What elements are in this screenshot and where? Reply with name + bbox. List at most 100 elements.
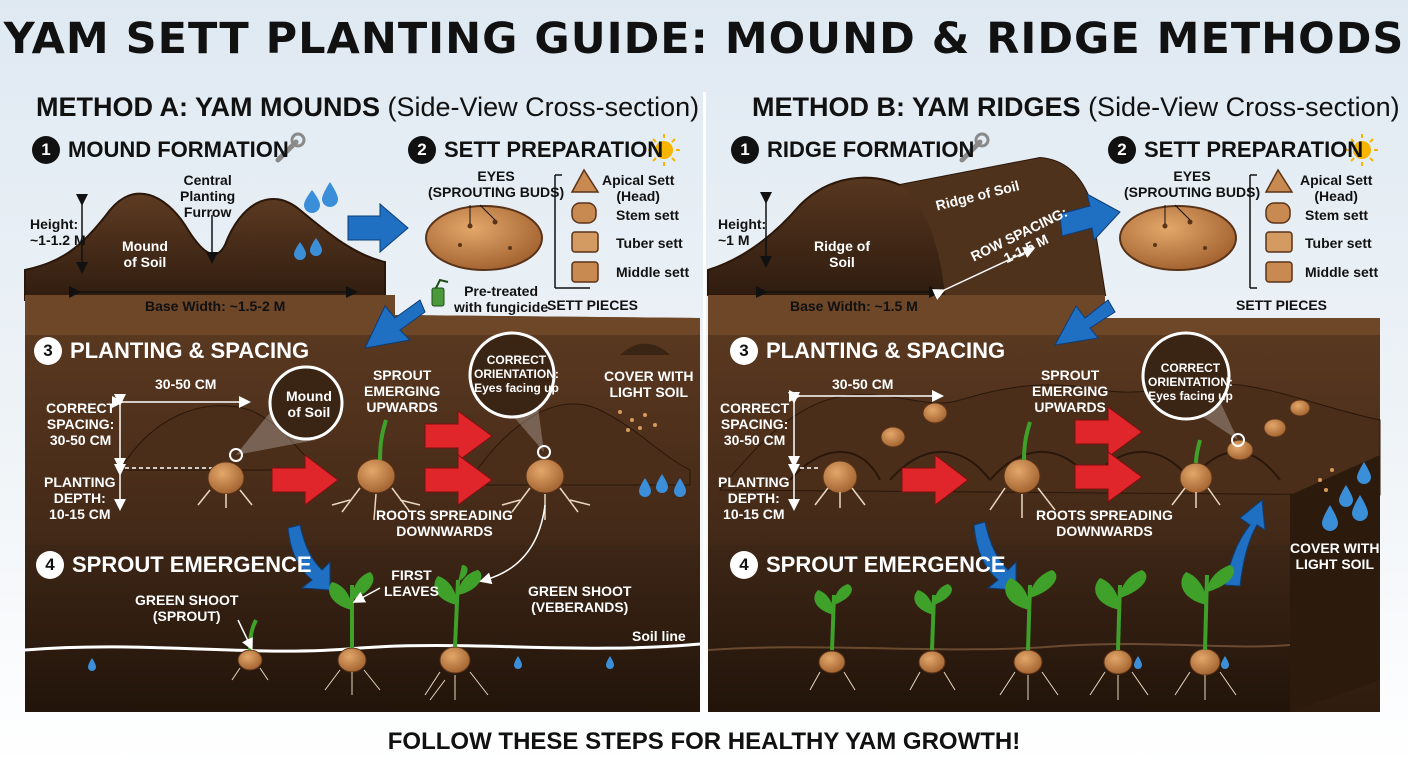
box-side [1290,455,1380,712]
callouts [236,331,1238,455]
sett-pieces-b [1249,168,1294,289]
planting-depth-label: PLANTING DEPTH: 10-15 CM [44,474,116,523]
planted-setts-a [197,419,591,521]
sett-apical: Apical Sett (Head) [602,172,675,205]
step-1-b: 1 RIDGE FORMATION [731,136,974,164]
step-label: SPROUT EMERGENCE [72,552,312,577]
deep-soil [25,545,700,712]
correct-spacing-label: CORRECT SPACING: 30-50 CM [46,400,116,449]
step-number: 4 [36,551,64,579]
step-number: 1 [731,136,759,164]
sett-pieces-b-label: SETT PIECES [1236,297,1328,313]
step-number: 3 [730,337,758,365]
water-drop-icons [88,182,1371,671]
step-label: SETT PREPARATION [444,137,664,162]
step-2-a: 2 SETT PREPARATION [408,136,663,164]
red-arrow-b1 [901,453,969,507]
step-3-a: 3 PLANTING & SPACING [34,337,309,365]
step-label: PLANTING & SPACING [766,338,1006,363]
step-4-a: 4 SPROUT EMERGENCE [36,551,312,579]
mound-height-label: Height: ~1-1.2 M [30,216,86,249]
sett-middle: Middle sett [616,264,690,280]
base-width-b-label: Base Width: ~1.5 M [790,298,918,314]
soil-line-b [707,643,1291,651]
step-label: RIDGE FORMATION [767,137,975,162]
step-number: 4 [730,551,758,579]
ridge-bumps [789,450,1281,481]
step-3-b: 3 PLANTING & SPACING [730,337,1005,365]
first-leaves-label: FIRST LEAVES [384,567,439,600]
step-number: 2 [408,136,436,164]
central-furrow-label: Central Planting Furrow [180,172,236,221]
planted-setts-b [814,399,1311,518]
dimension-lines-white [112,247,1036,511]
mound-callout-label: Mound of Soil [286,388,332,421]
sett-stem-b: Stem sett [1305,207,1369,223]
soil-line [24,642,701,653]
blue-arrow-b34 [973,521,1017,591]
blue-arrow-b12 [1059,193,1121,242]
spacing-top-b-label: 30-50 CM [832,376,894,392]
step-number: 3 [34,337,62,365]
soil-top-band [25,295,700,335]
method-b-title: METHOD B: YAM RIDGES [752,92,1081,122]
green-shoot-sprout-label: GREEN SHOOT (SPROUT) [135,592,239,625]
blue-arrow-a23 [364,299,426,349]
step-label: SPROUT EMERGENCE [766,552,1006,577]
blue-arrow-b-up [1224,499,1266,587]
method-a-heading: METHOD A: YAM MOUNDS (Side-View Cross-se… [36,92,699,123]
sett-middle-b: Middle sett [1305,264,1379,280]
sett-tuber: Tuber sett [616,235,683,251]
sprouts-b [809,565,1237,700]
red-arrow-a3 [424,454,493,506]
step-label: MOUND FORMATION [68,137,289,162]
method-b-subtitle: (Side-View Cross-section) [1088,92,1400,122]
flow-arrows [271,193,1266,591]
panel-divider [703,92,706,714]
wrench-icon-b [959,132,990,163]
sett-stem: Stem sett [616,207,680,223]
sett-pieces-label: SETT PIECES [547,297,639,313]
orientation-label: CORRECT ORIENTATION: Eyes facing up [474,353,559,395]
mound-of-soil-label: Mound of Soil [122,238,168,271]
orientation-b-label: CORRECT ORIENTATION: Eyes facing up [1148,361,1233,403]
correct-spacing-b-label: CORRECT SPACING: 30-50 CM [720,400,790,449]
soil-line-label: Soil line [632,628,686,644]
page-title: YAM SETT PLANTING GUIDE: MOUND & RIDGE M… [3,14,1405,64]
sun-icon [648,134,680,166]
green-shoot-label: GREEN SHOOT (VEBERANDS) [528,583,632,616]
pretreated-label: Pre-treated with fungicide [454,283,549,316]
sett-apical-b: Apical Sett (Head) [1300,172,1373,205]
sprout-emerging-label: SPROUT EMERGING UPWARDS [364,367,441,416]
sett-tuber-b: Tuber sett [1305,235,1372,251]
spacing-top-label: 30-50 CM [155,376,217,392]
soil-particles [618,343,1334,492]
red-arrow-b3 [1074,451,1143,503]
blue-arrow-a34 [287,524,331,591]
red-arrow-a1 [271,453,339,507]
sun-icon-b [1346,134,1378,166]
eyes-b-label: EYES (SPROUTING BUDS) [1124,168,1261,201]
cover-light-soil-b-label: COVER WITH LIGHT SOIL [1290,540,1380,573]
blue-arrow-b23 [1054,299,1116,346]
dimension-lines [69,192,941,298]
step-4-b: 4 SPROUT EMERGENCE [730,551,1006,579]
sett-pieces-a [554,168,600,289]
planting-depth-b-label: PLANTING DEPTH: 10-15 CM [718,474,790,523]
method-b-heading: METHOD B: YAM RIDGES (Side-View Cross-se… [752,92,1400,123]
step-number: 2 [1108,136,1136,164]
ridge-of-soil-label: Ridge of Soil [814,238,870,271]
ridge-height-label: Height: ~1 M [718,216,767,249]
whole-yam-a [425,204,543,271]
method-a-title: METHOD A: YAM MOUNDS [36,92,381,122]
wrench-icon [275,132,306,163]
footer-message: FOLLOW THESE STEPS FOR HEALTHY YAM GROWT… [387,728,1021,755]
whole-yam-b [1119,204,1237,271]
step-label: PLANTING & SPACING [70,338,310,363]
method-a-subtitle: (Side-View Cross-section) [387,92,700,122]
sprout-emerging-b-label: SPROUT EMERGING UPWARDS [1032,367,1109,416]
spray-bottle-icon [431,278,449,307]
